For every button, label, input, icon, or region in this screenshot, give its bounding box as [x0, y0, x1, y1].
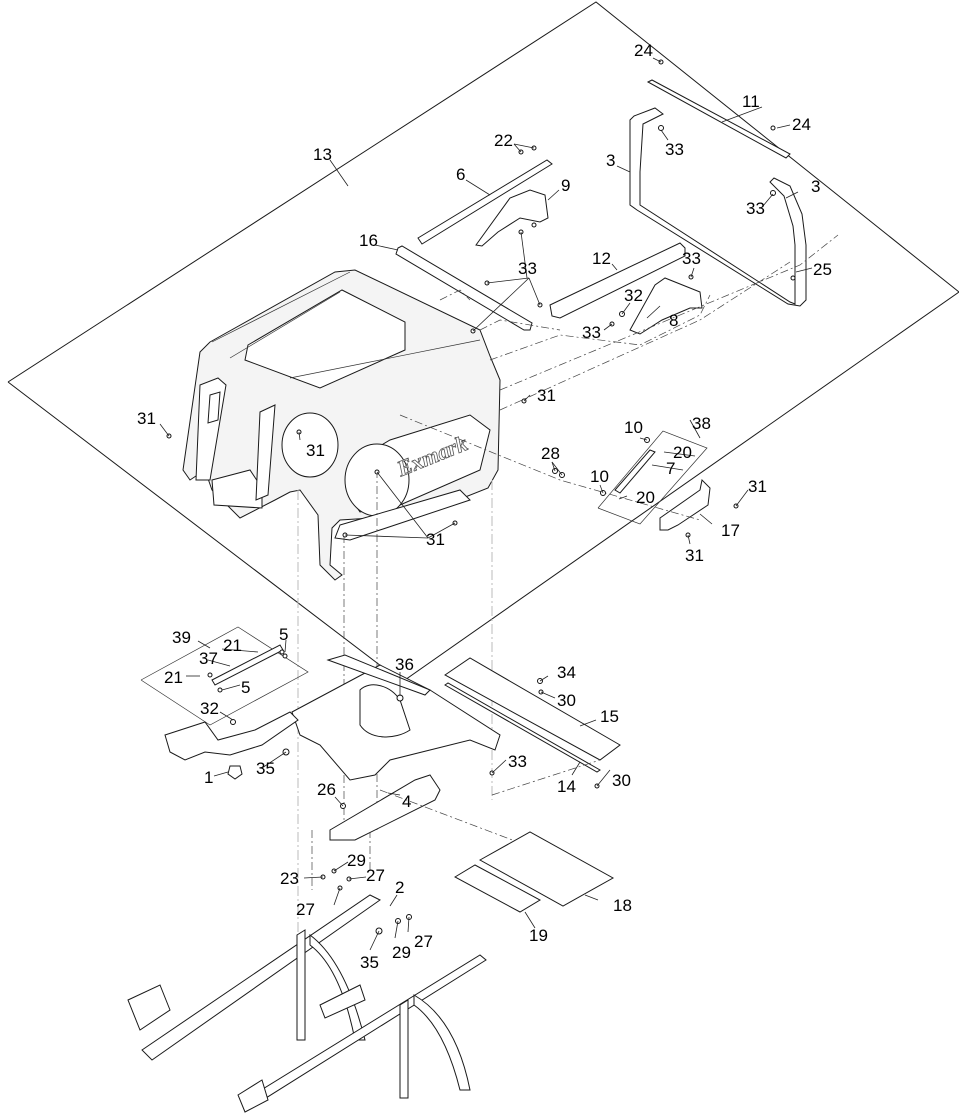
callout-36: 36	[395, 655, 414, 674]
callout-32: 32	[200, 699, 219, 718]
strip-14	[444, 682, 601, 773]
pad-18	[478, 831, 615, 907]
upper-frame-bracket	[629, 107, 807, 307]
callout-14: 14	[557, 777, 576, 796]
callout-19: 19	[529, 926, 548, 945]
left-foot-rail	[164, 711, 299, 761]
seat-support-plate	[291, 654, 501, 781]
bracket-8	[629, 277, 703, 335]
callout-27: 27	[366, 866, 385, 885]
callout-10: 10	[590, 467, 609, 486]
callout-leaders	[159, 57, 813, 951]
callout-33: 33	[518, 259, 537, 278]
bracket-17	[659, 478, 711, 531]
callout-31: 31	[748, 477, 767, 496]
callout-38: 38	[692, 414, 711, 433]
callout-5: 5	[241, 678, 250, 697]
bracket-9	[475, 189, 549, 247]
callout-20: 20	[636, 488, 655, 507]
callout-labels: 13 24 11 24 22 33 3 6 9 33 3 16 33 12 33…	[137, 41, 832, 972]
strip-15	[444, 657, 621, 761]
callout-6: 6	[456, 165, 465, 184]
callout-21: 21	[223, 636, 242, 655]
strap-6	[417, 159, 553, 245]
callout-5: 5	[279, 625, 288, 644]
hood-console: Exmark	[182, 269, 501, 581]
callout-18: 18	[613, 896, 632, 915]
panel-38-outline	[597, 430, 708, 525]
callout-33: 33	[582, 323, 601, 342]
rail-4	[329, 774, 441, 841]
callout-35: 35	[256, 759, 275, 778]
assembly-guide-lines-upper	[399, 234, 839, 521]
callout-31: 31	[685, 546, 704, 565]
callout-32: 32	[624, 286, 643, 305]
callout-1: 1	[204, 768, 213, 787]
callout-30: 30	[612, 771, 631, 790]
callout-29: 29	[347, 851, 366, 870]
callout-16: 16	[359, 231, 378, 250]
lower-frame-rail-right	[237, 954, 487, 1113]
callout-25: 25	[813, 260, 832, 279]
cross-strap	[646, 79, 791, 159]
bumper-1	[227, 765, 243, 780]
callout-35: 35	[360, 953, 379, 972]
callout-23: 23	[280, 869, 299, 888]
callout-27: 27	[414, 932, 433, 951]
callout-11: 11	[742, 92, 760, 111]
callout-30: 30	[557, 691, 576, 710]
callout-13: 13	[313, 145, 332, 164]
strip-guides	[379, 759, 606, 876]
angle-16	[395, 245, 533, 331]
callout-4: 4	[402, 792, 411, 811]
angle-12	[549, 242, 686, 319]
callout-28: 28	[541, 444, 560, 463]
callout-3: 3	[606, 151, 615, 170]
callout-20: 20	[673, 443, 692, 462]
callout-34: 34	[557, 663, 576, 682]
callout-21: 21	[164, 668, 183, 687]
callout-27: 27	[296, 900, 315, 919]
callout-12: 12	[592, 249, 611, 268]
callout-22: 22	[494, 131, 513, 150]
callout-24: 24	[792, 115, 811, 134]
callout-33: 33	[682, 249, 701, 268]
callout-17: 17	[721, 521, 740, 540]
callout-39: 39	[172, 628, 191, 647]
callout-9: 9	[561, 176, 570, 195]
callout-2: 2	[395, 878, 404, 897]
callout-7: 7	[666, 459, 675, 478]
callout-26: 26	[317, 780, 336, 799]
callout-10: 10	[624, 418, 643, 437]
callout-31: 31	[306, 441, 325, 460]
lower-frame-rail-left	[127, 894, 381, 1061]
callout-33: 33	[746, 199, 765, 218]
callout-31: 31	[537, 386, 556, 405]
callout-33: 33	[665, 140, 684, 159]
upper-assembly-plane	[7, 1, 959, 683]
callout-33: 33	[508, 752, 527, 771]
callout-31: 31	[426, 530, 445, 549]
callout-3: 3	[811, 177, 820, 196]
callout-24: 24	[634, 41, 653, 60]
callout-37: 37	[199, 649, 218, 668]
callout-15: 15	[600, 707, 619, 726]
pad-19	[453, 864, 542, 913]
callout-31: 31	[137, 409, 156, 428]
callout-8: 8	[669, 311, 678, 330]
callout-29: 29	[392, 943, 411, 962]
